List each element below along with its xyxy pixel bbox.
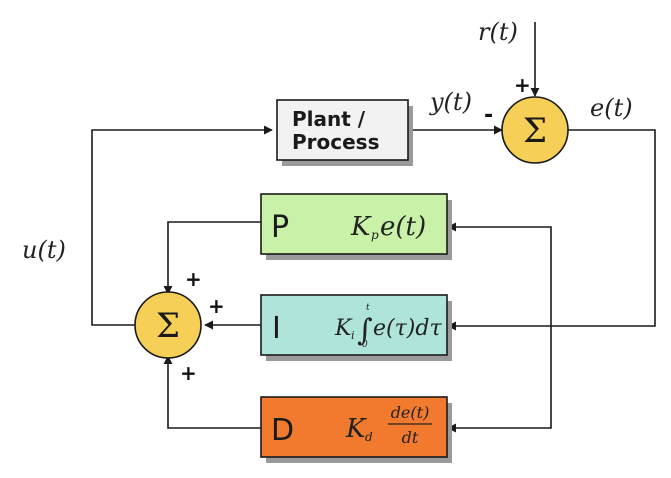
p-term: e(t): [380, 212, 426, 242]
p-gain-symbol: K: [350, 212, 372, 242]
plant-block: Plant / Process: [276, 99, 413, 166]
d-block-body: [260, 396, 448, 458]
control-sum-symbol: Σ: [156, 306, 180, 346]
control-sum-plus-bottom: +: [180, 361, 197, 385]
i-gain-symbol: K: [334, 316, 353, 341]
error-branch-line-d: [447, 326, 552, 433]
error-signal-label: e(t): [590, 94, 633, 122]
p-output-line: [163, 221, 262, 295]
integral-sign: ∫: [357, 313, 373, 348]
plant-block-body: [276, 99, 409, 161]
error-branch-line: [447, 222, 552, 326]
p-block-body: [260, 193, 448, 255]
control-sum-plus-middle: +: [208, 294, 225, 318]
i-term: e(τ)dτ: [373, 316, 442, 341]
d-block-letter: D: [271, 413, 294, 448]
i-block: I K i ∫ t 0 e(τ)dτ: [260, 294, 452, 361]
error-sum-circle: [501, 96, 569, 164]
p-gain-subscript: p: [371, 228, 379, 242]
d-gain-symbol: K: [345, 414, 367, 444]
output-signal-label: y(t): [429, 88, 472, 116]
plant-label-line2: Process: [292, 130, 380, 154]
control-signal-line: [91, 125, 273, 326]
p-block: P K p e(t): [260, 193, 452, 260]
p-block-letter: P: [271, 210, 289, 245]
error-sum-plus-sign: +: [514, 73, 531, 97]
control-sum-plus-top: +: [185, 267, 202, 291]
error-summing-junction: Σ: [501, 96, 569, 164]
reference-signal-label: r(t): [478, 18, 518, 46]
d-block: D K d de(t) dt: [260, 396, 452, 463]
d-fraction-numerator: de(t): [391, 403, 430, 422]
control-signal-label: u(t): [22, 236, 66, 264]
i-gain-subscript: i: [351, 329, 355, 342]
control-summing-junction: Σ: [134, 291, 202, 359]
d-output-line: [163, 355, 262, 429]
plant-label-line1: Plant /: [292, 107, 366, 131]
error-sum-symbol: Σ: [523, 111, 547, 151]
integral-lower-limit: 0: [362, 340, 368, 350]
d-fraction-denominator: dt: [402, 428, 419, 447]
d-gain-subscript: d: [365, 430, 373, 444]
i-block-body: [260, 294, 448, 356]
i-block-letter: I: [272, 311, 281, 346]
control-sum-circle: [134, 291, 202, 359]
integral-upper-limit: t: [366, 303, 370, 313]
error-sum-minus-sign: -: [484, 103, 493, 128]
